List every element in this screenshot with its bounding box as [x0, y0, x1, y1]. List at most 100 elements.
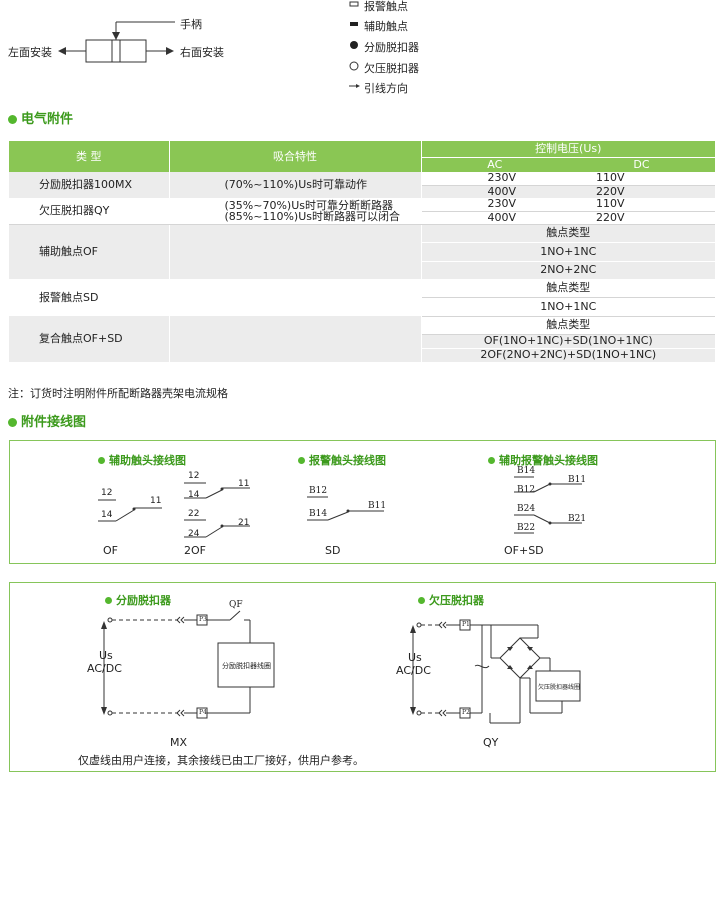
legend-label-shunt: 分励脱扣器	[364, 41, 419, 54]
term-of-14: 14	[101, 510, 113, 520]
table-row: 报警触点SD 触点类型	[9, 279, 715, 316]
lead-direction-icon	[349, 84, 360, 88]
cell-of-characteristic	[169, 224, 422, 279]
caption-qy: QY	[483, 736, 499, 749]
bullet-icon	[8, 115, 17, 124]
header-ac: AC	[421, 157, 568, 172]
caption-mx: MX	[170, 736, 188, 749]
cell-mx-type: 分励脱扣器100MX	[9, 172, 170, 198]
term-2of-14: 14	[188, 490, 200, 500]
legend-icons	[349, 1, 360, 88]
table-row: 分励脱扣器100MX (70%~110%)Us时可靠动作 230V 110V	[9, 172, 715, 198]
cell-sd-c1: 1NO+1NC	[421, 297, 715, 317]
cell-qy-characteristic: (35%~70%)Us时可靠分断断路器 (85%~110%)Us时断路器可以闭合	[169, 198, 422, 225]
aux-alarm-wiring-title-text: 辅助报警触头接线图	[499, 454, 598, 467]
cell-of-contact-type: 触点类型	[421, 224, 715, 243]
release-wiring-panel: 分励脱扣器 欠压脱扣器	[9, 582, 716, 772]
cell-qy-dc2: 220V	[568, 211, 715, 225]
term-of-11: 11	[150, 496, 162, 506]
aux-contact-icon	[350, 22, 358, 26]
section-electrical-title: 电气附件	[21, 112, 74, 127]
legend-label-lead: 引线方向	[364, 82, 408, 95]
cell-qy-char1: (35%~70%)Us时可靠分断断路器	[224, 198, 393, 212]
accessory-spec-table: 类 型 吸合特性 控制电压(Us) AC DC 分励脱扣器100MX (70%~…	[9, 141, 715, 362]
qy-coil-label: 欠压脱扣器线圈	[538, 684, 581, 691]
term-2of-21: 21	[238, 518, 250, 528]
header-characteristic: 吸合特性	[169, 141, 422, 172]
section-wiring-heading: 附件接线图	[8, 411, 86, 430]
legend-label-alarm: 报警触点	[364, 0, 408, 13]
cell-of-type: 辅助触点OF	[9, 224, 170, 279]
header-dc: DC	[568, 157, 715, 172]
mx-wiring-title: 分励脱扣器	[105, 592, 171, 608]
alarm-contact-icon	[349, 1, 359, 7]
table-row: OF(1NO+1NC)+SD(1NO+1NC)	[9, 334, 715, 349]
cell-ofsd-c1: OF(1NO+1NC)+SD(1NO+1NC)	[421, 334, 715, 349]
mounting-diagram-drawing	[58, 21, 175, 63]
header-type: 类 型	[9, 141, 170, 172]
qy-p2-label: P2	[462, 709, 470, 716]
alarm-wiring-title: 报警触头接线图	[298, 452, 386, 468]
mx-p3-label: P3	[199, 616, 207, 623]
qy-acdc-label: AC/DC	[396, 664, 431, 677]
cell-sd-contact-type: 触点类型	[421, 279, 715, 298]
aux-alarm-wiring-title: 辅助报警触头接线图	[488, 452, 598, 468]
caption-sd: SD	[325, 544, 341, 557]
handle-label: 手柄	[180, 18, 202, 31]
cell-mx-ac1: 230V	[421, 172, 568, 186]
shunt-release-icon	[350, 41, 358, 49]
mx-qf-label: QF	[229, 600, 243, 610]
cell-qy-type: 欠压脱扣器QY	[9, 198, 170, 225]
cell-qy-char2: (85%~110%)Us时断路器可以闭合	[224, 209, 400, 223]
bullet-icon	[105, 597, 112, 604]
qy-us-label: Us	[408, 651, 422, 664]
table-row: 辅助触点OF 触点类型	[9, 224, 715, 279]
cell-qy-dc1: 110V	[568, 198, 715, 212]
caption-of: OF	[103, 544, 118, 557]
term-2of-11: 11	[238, 479, 250, 489]
cell-mx-characteristic: (70%~110%)Us时可靠动作	[169, 172, 422, 198]
header-voltage: 控制电压(Us)	[421, 141, 715, 158]
table-row: 1NO+1NC	[9, 297, 715, 317]
term-sd-b14: B14	[309, 509, 328, 519]
qy-wiring-title: 欠压脱扣器	[418, 592, 484, 608]
section-wiring-title: 附件接线图	[21, 415, 87, 430]
table-row: 400V 220V	[9, 185, 715, 198]
table-row: 400V 220V	[9, 211, 715, 225]
table-row: 2NO+2NC	[9, 261, 715, 279]
contact-wiring-panel: 辅助触头接线图 报警触头接线图 辅助报警触头接线图	[9, 440, 716, 564]
table-row: 2OF(2NO+2NC)+SD(1NO+1NC)	[9, 348, 715, 362]
table-header-row: 类 型 吸合特性 控制电压(Us)	[9, 141, 715, 172]
right-mount-label: 右面安装	[180, 46, 224, 59]
alarm-wiring-title-text: 报警触头接线图	[309, 454, 386, 467]
term-ofsd-b11: B11	[568, 475, 587, 485]
legend-label-aux: 辅助触点	[364, 20, 408, 33]
mx-acdc-label: AC/DC	[87, 662, 122, 675]
term-2of-24: 24	[188, 529, 200, 539]
term-2of-22: 22	[188, 509, 200, 519]
cell-mx-ac2: 400V	[421, 185, 568, 198]
table-subheader-row: AC DC	[9, 157, 715, 172]
left-mount-label: 左面安装	[8, 46, 52, 59]
caption-ofsd: OF+SD	[504, 544, 544, 557]
cell-sd-characteristic	[169, 279, 422, 316]
term-ofsd-b21: B21	[568, 514, 587, 524]
mx-p4-label: P4	[199, 709, 207, 716]
caption-2of: 2OF	[184, 544, 206, 557]
term-ofsd-b22: B22	[517, 523, 536, 533]
term-sd-b11: B11	[368, 501, 387, 511]
aux-wiring-title-text: 辅助触头接线图	[109, 454, 186, 467]
cell-mx-dc1: 110V	[568, 172, 715, 186]
cell-qy-ac2: 400V	[421, 211, 568, 225]
section-electrical-heading: 电气附件	[8, 108, 73, 127]
cell-of-c2: 2NO+2NC	[421, 261, 715, 279]
cell-sd-type: 报警触点SD	[9, 279, 170, 316]
bullet-icon	[488, 457, 495, 464]
aux-wiring-title: 辅助触头接线图	[98, 452, 186, 468]
cell-ofsd-characteristic	[169, 316, 422, 362]
cell-ofsd-contact-type: 触点类型	[421, 316, 715, 335]
table-row: 欠压脱扣器QY (35%~70%)Us时可靠分断断路器 (85%~110%)Us…	[9, 198, 715, 225]
cell-of-c1: 1NO+1NC	[421, 242, 715, 262]
release-wiring-drawing	[101, 610, 581, 724]
table-row: 复合触点OF+SD 触点类型	[9, 316, 715, 362]
